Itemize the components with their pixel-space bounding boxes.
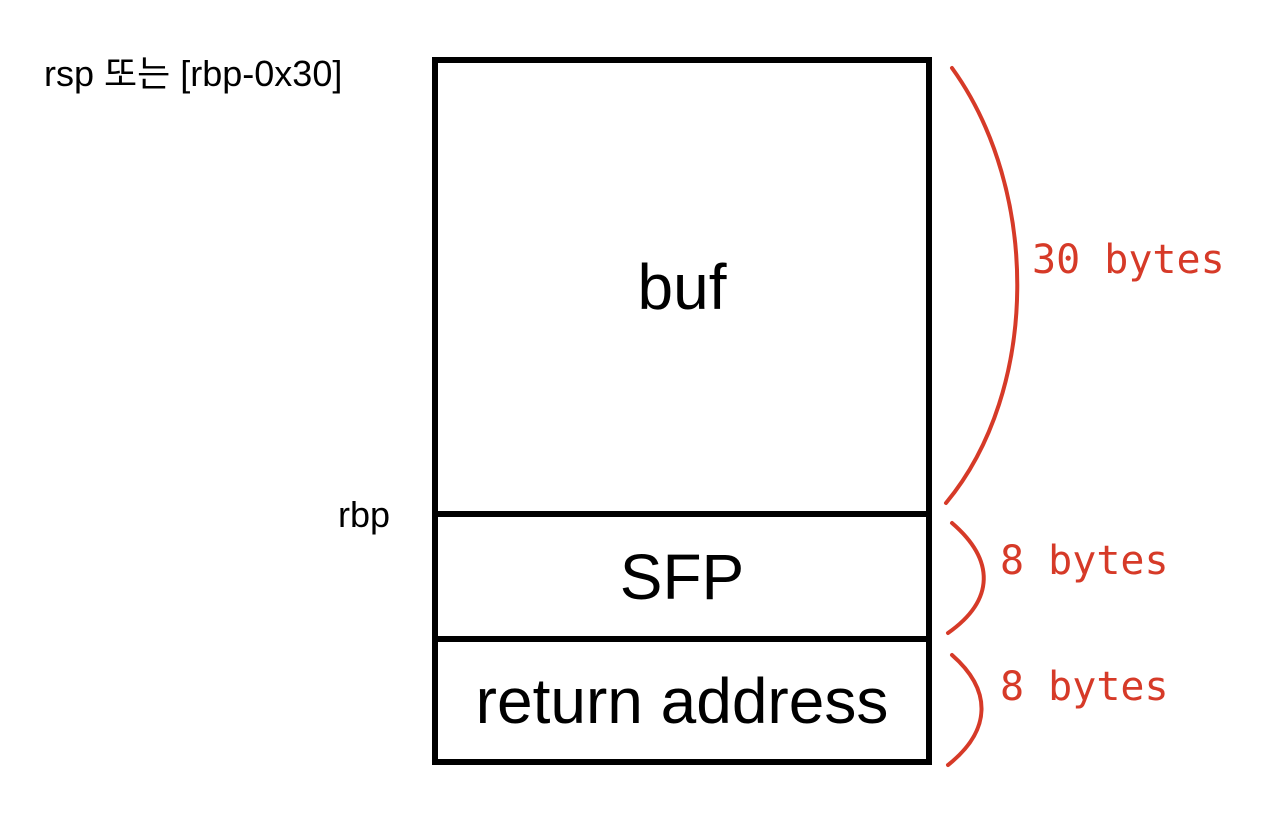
rbp-label: rbp bbox=[338, 494, 391, 535]
size-label-return-address: 8 bytes bbox=[1000, 664, 1169, 710]
stack-cell-label: buf bbox=[637, 251, 727, 323]
stack-cell-buf: buf bbox=[432, 57, 932, 517]
stack-cell-sfp: SFP bbox=[432, 511, 932, 642]
rsp-label: rsp 또는 [rbp-0x30] bbox=[44, 53, 343, 94]
size-label-sfp: 8 bytes bbox=[1000, 538, 1169, 584]
stack-cell-label: return address bbox=[475, 664, 889, 737]
brace-sfp bbox=[946, 521, 986, 635]
brace-buf bbox=[944, 66, 1020, 505]
brace-return-address bbox=[946, 653, 984, 767]
stack-cell-label: SFP bbox=[619, 540, 745, 613]
stack-cell-return-address: return address bbox=[432, 636, 932, 765]
size-label-buf: 30 bytes bbox=[1032, 237, 1225, 283]
